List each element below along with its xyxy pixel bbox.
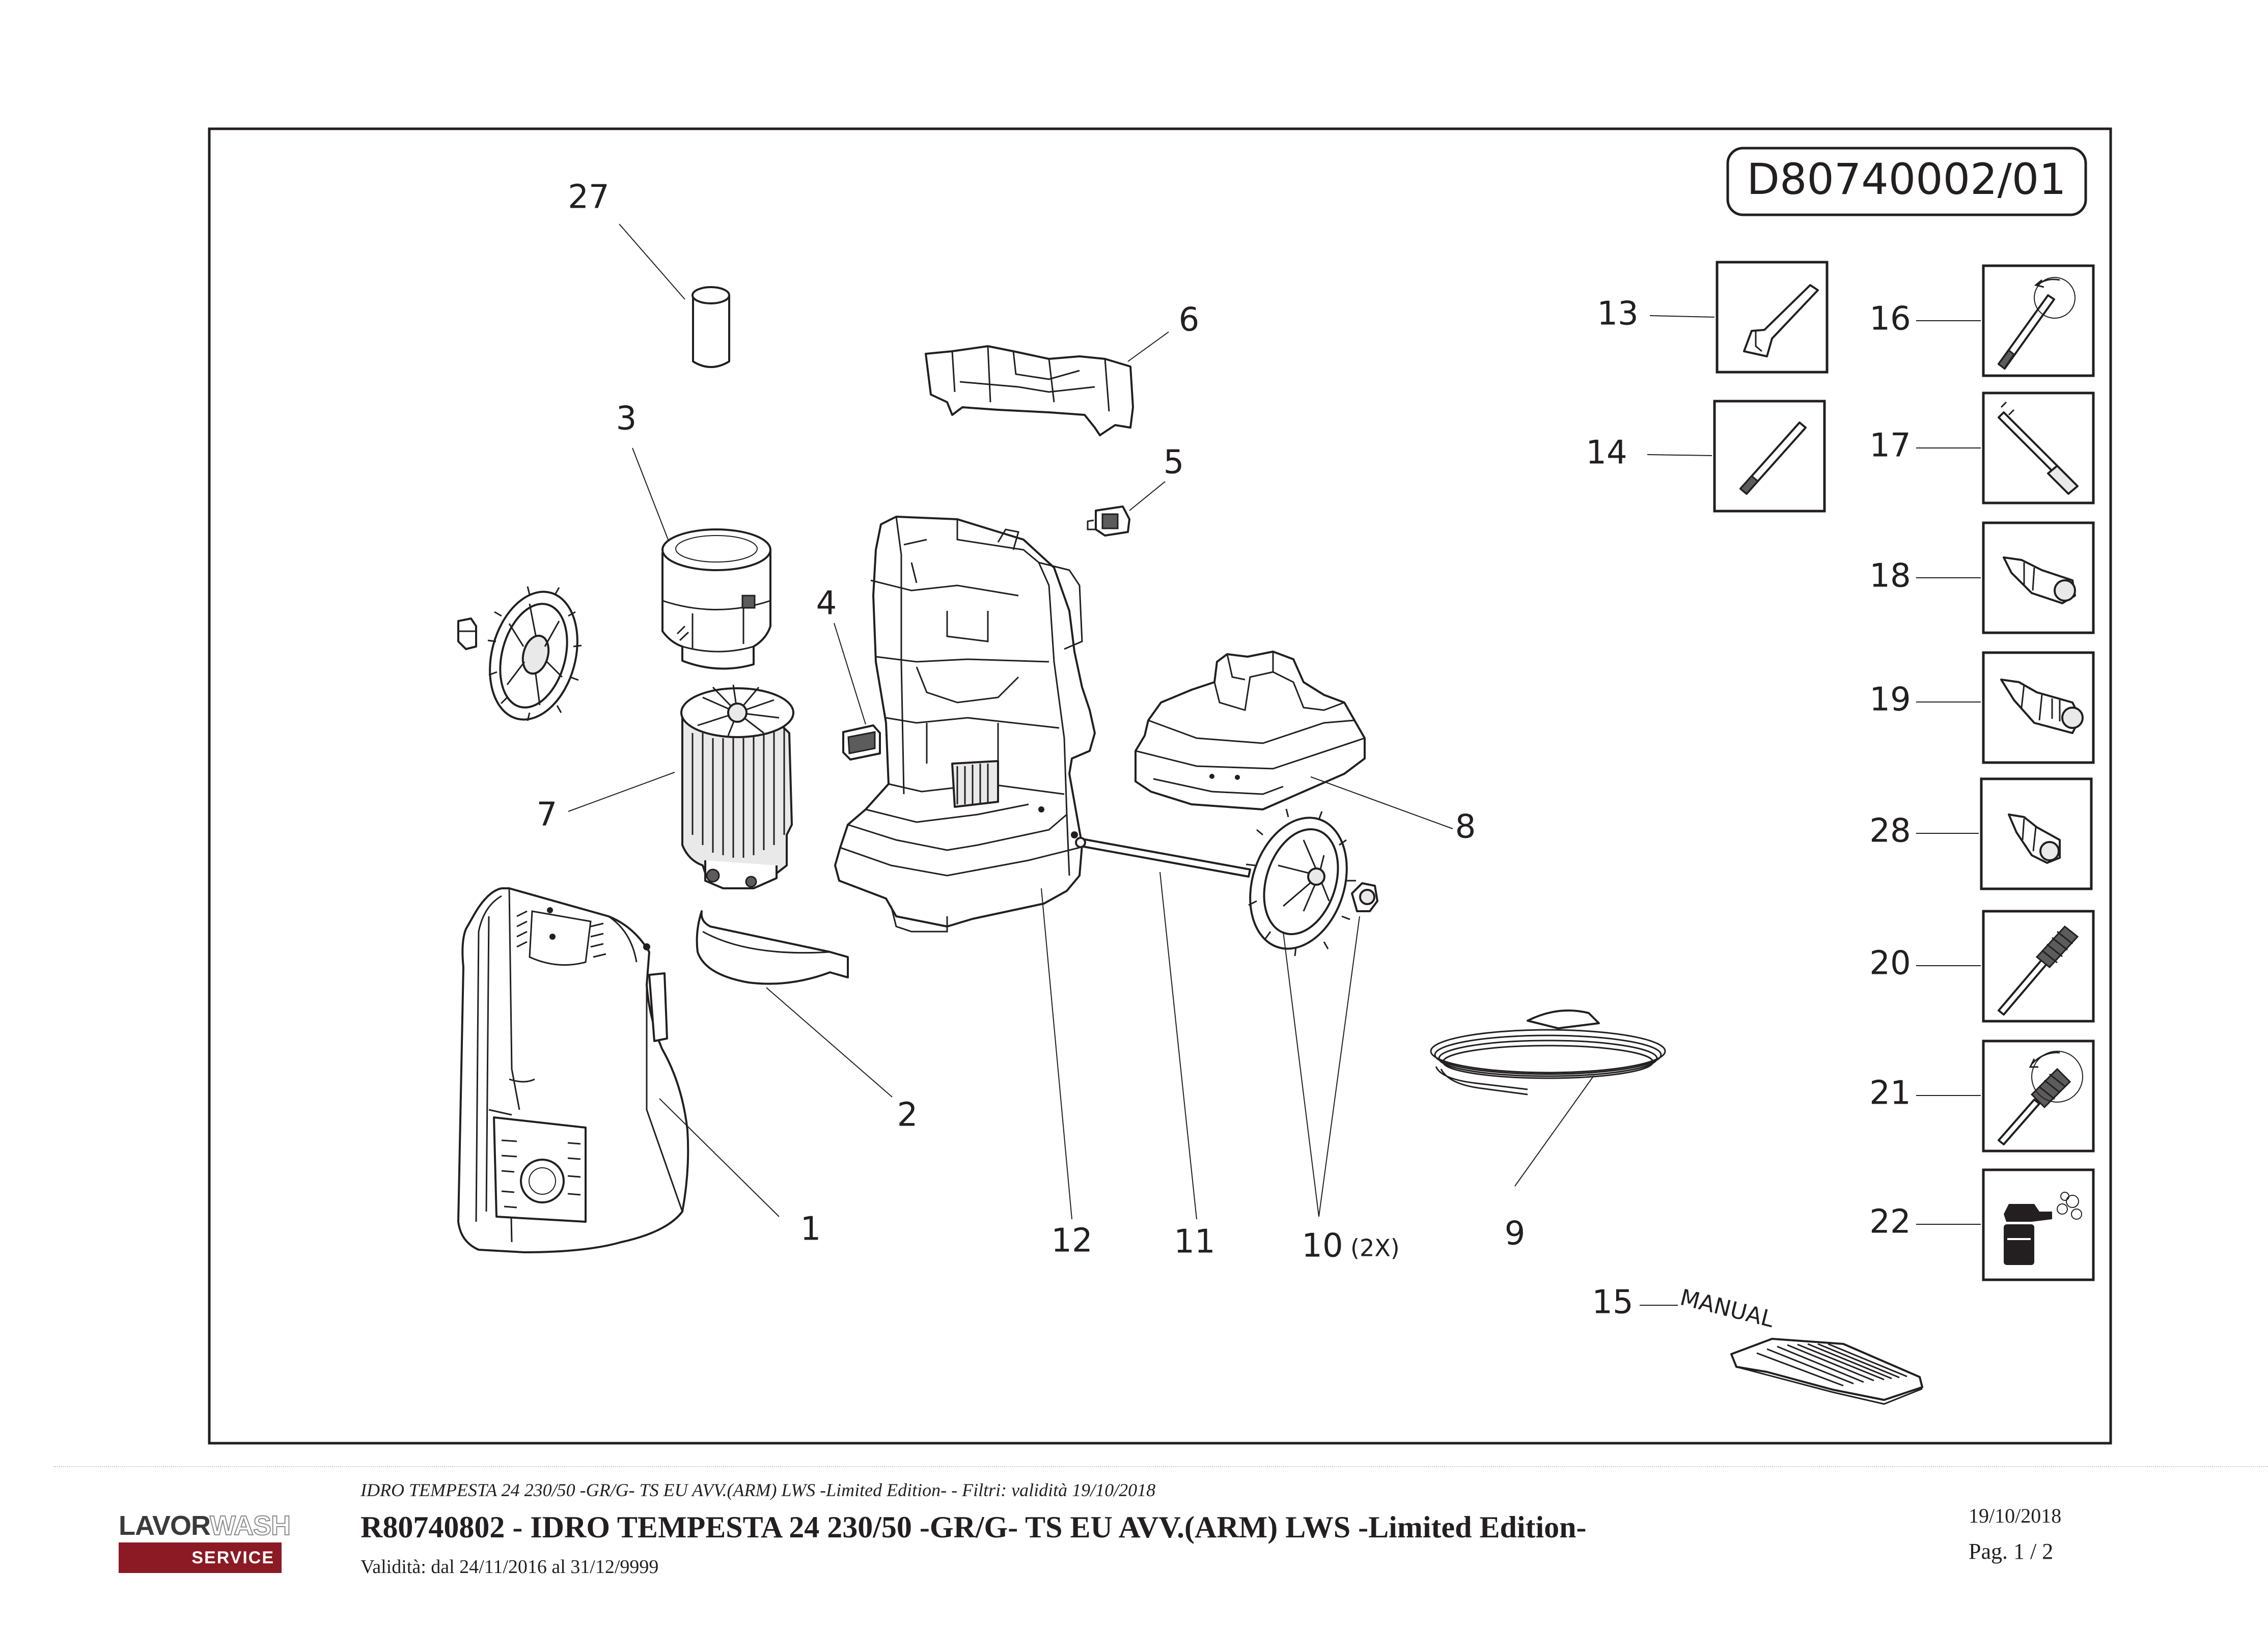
accessory-22-foam-bottle-box [1982,1168,2095,1281]
logo-wordmark: LAVORWASH [119,1510,291,1541]
drawing-code-badge: D80740002/01 [1726,147,2087,216]
accessory-17-variable-lance-box [1982,391,2095,504]
callout-numbers: 27 6 3 5 4 7 8 2 1 12 11 10 (2X) 9 13 14… [537,179,1911,1322]
part-8-accessory-holder [1135,651,1366,810]
callout-5: 5 [1164,444,1184,482]
lavor-wash-service-logo: LAVORWASH SERVICE [119,1510,291,1573]
callout-16: 16 [1869,300,1911,338]
accessory-18-nozzle-box [1982,521,2095,634]
callout-17: 17 [1869,427,1911,465]
accessory-16-turbo-lance-box [1982,264,2095,377]
callout-28: 28 [1869,812,1911,850]
accessory-14-lance-box [1713,400,1826,513]
part-1-front-cover [457,887,689,1253]
footer-divider [53,1466,2268,1467]
callout-8: 8 [1455,808,1476,846]
accessory-13-spray-gun-box [1716,261,1829,374]
leader-lines [568,223,1981,1306]
callout-1: 1 [800,1211,821,1248]
part-10-wheel [1246,808,1378,957]
callout-10: 10 [1302,1227,1343,1265]
callout-15: 15 [1592,1284,1633,1322]
part-left-wheel [457,586,582,721]
callout-6: 6 [1179,301,1200,339]
drawing-frame [208,127,2112,1445]
callout-20: 20 [1869,945,1911,982]
callout-18: 18 [1869,557,1911,595]
logo-service-bar: SERVICE [119,1542,282,1573]
part-6-hose-hook [925,345,1134,436]
part-9-hose [1430,1009,1666,1096]
footer-validity: Validità: dal 24/11/2016 al 31/12/9999 [361,1556,659,1578]
part-2-clamp-band [696,910,849,985]
callout-11: 11 [1174,1223,1215,1261]
callout-9: 9 [1505,1215,1526,1253]
drawing-code: D80740002/01 [1747,154,2066,204]
callout-7: 7 [537,796,558,834]
accessory-21-rotating-brush-box [1982,1040,2095,1153]
footer-page-number: Pag. 1 / 2 [1969,1539,2054,1564]
callout-4: 4 [816,585,837,623]
manual-text: MANUAL [1677,1284,1777,1333]
callout-12: 12 [1051,1222,1092,1260]
callout-13: 13 [1597,295,1638,333]
part-5-switch [1087,505,1130,537]
part-4-connector [842,724,881,761]
accessory-19-turbo-nozzle-box [1982,651,2095,764]
part-27-filter-cartridge [692,286,730,368]
callout-19: 19 [1869,681,1911,719]
callout-14: 14 [1586,434,1627,472]
callout-22: 22 [1869,1203,1911,1241]
part-12-main-frame [834,516,1096,933]
part-3-motor-cap [661,528,771,670]
callout-10-quantity: (2X) [1350,1234,1400,1262]
accessory-20-brush-box [1982,910,2095,1023]
footer-document-title: R80740802 - IDRO TEMPESTA 24 230/50 -GR/… [361,1510,1587,1544]
part-7-motor [680,684,794,889]
accessory-28-nozzle-box [1980,777,2093,890]
footer-date: 19/10/2018 [1969,1504,2062,1527]
part-15-manual: MANUAL [1677,1284,1923,1405]
callout-2: 2 [897,1097,918,1134]
footer-filter-line: IDRO TEMPESTA 24 230/50 -GR/G- TS EU AVV… [361,1480,1156,1500]
callout-3: 3 [616,400,637,438]
part-11-axle [1075,837,1251,878]
callout-21: 21 [1869,1075,1911,1112]
callout-27: 27 [568,179,609,216]
